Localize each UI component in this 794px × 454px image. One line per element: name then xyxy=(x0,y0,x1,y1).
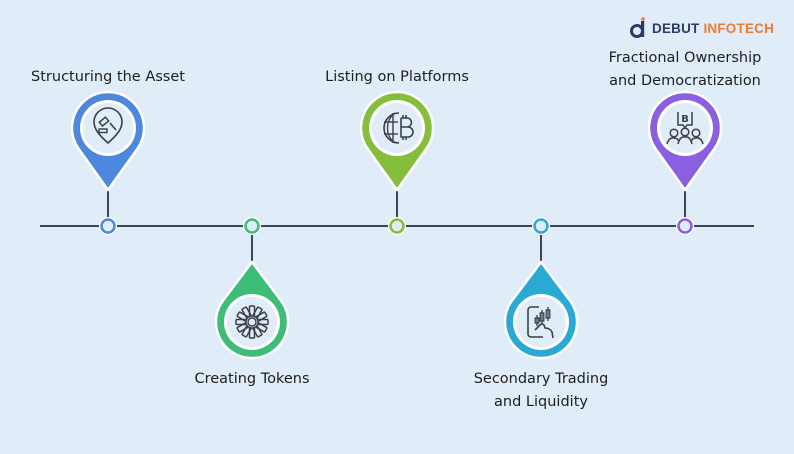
step-pin-inner xyxy=(516,297,566,347)
timeline-step xyxy=(70,90,146,235)
step-label-line1: Fractional Ownership xyxy=(608,50,762,66)
brand-name: DEBUT INFOTECH xyxy=(652,21,774,36)
step-node xyxy=(389,218,405,234)
step-node xyxy=(244,218,260,234)
step-label-line2: and Democratization xyxy=(609,73,761,89)
token-asterisk-icon xyxy=(235,305,269,339)
step-label: Listing on Platforms xyxy=(325,66,469,89)
step-label-line1: Listing on Platforms xyxy=(325,69,469,85)
step-label-line2: and Liquidity xyxy=(494,394,588,410)
step-label: Secondary Trading and Liquidity xyxy=(474,368,609,414)
brand-name-part2: INFOTECH xyxy=(703,20,775,36)
group-bitcoin-ownership-icon: B xyxy=(666,112,704,145)
brand-name-part1: DEBUT xyxy=(652,20,700,36)
step-label-line1: Creating Tokens xyxy=(194,371,310,387)
step-label-line1: Secondary Trading xyxy=(473,371,609,387)
step-pin-inner xyxy=(227,297,277,347)
step-node xyxy=(677,218,693,234)
svg-text:B: B xyxy=(681,114,689,125)
timeline-step xyxy=(214,217,290,360)
auction-gavel-pin-icon xyxy=(93,107,123,145)
step-label-line1: Structuring the Asset xyxy=(31,69,185,85)
step-label: Fractional Ownership and Democratization xyxy=(609,47,762,93)
brand-logo: DEBUT INFOTECH xyxy=(630,17,774,39)
step-label: Creating Tokens xyxy=(194,368,309,391)
step-pin-inner xyxy=(83,103,133,153)
debut-logo-icon xyxy=(630,17,645,38)
step-pin-inner xyxy=(372,103,422,153)
timeline-step: B xyxy=(647,90,723,235)
mobile-trading-chart-icon xyxy=(527,306,554,339)
timeline-step xyxy=(503,217,579,360)
step-node xyxy=(533,218,549,234)
timeline-step xyxy=(359,90,435,235)
step-label: Structuring the Asset xyxy=(31,66,185,89)
step-node xyxy=(100,218,116,234)
globe-bitcoin-icon xyxy=(383,112,414,144)
